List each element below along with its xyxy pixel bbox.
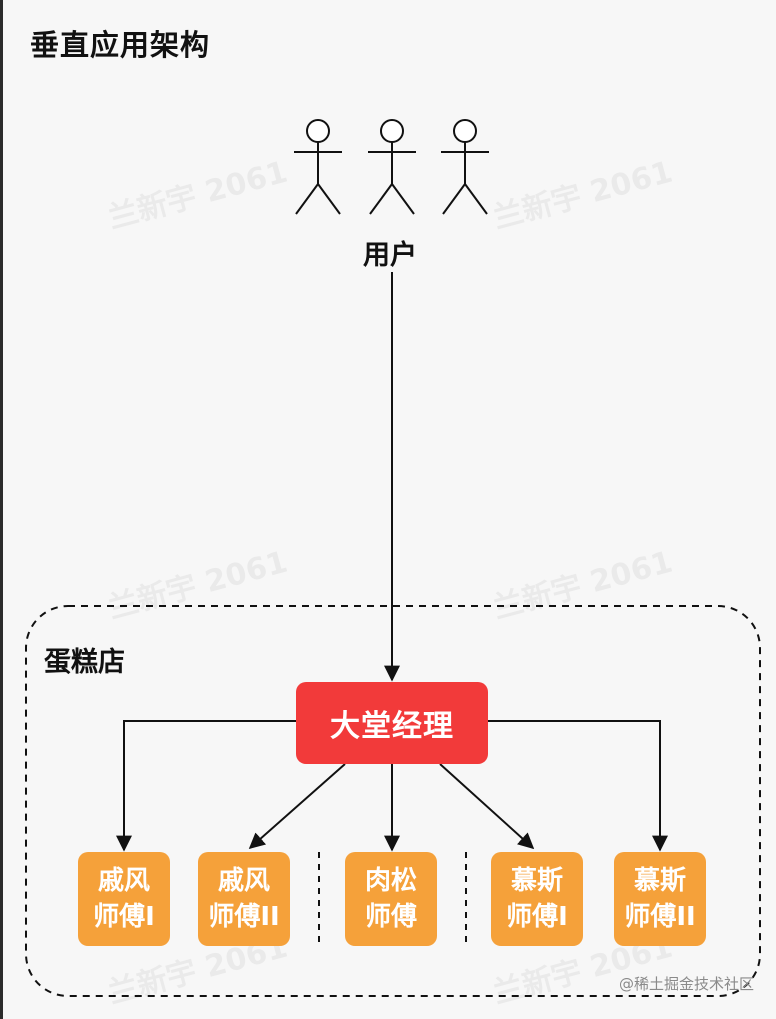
users-label: 用户 [340,233,440,272]
chef-node: 慕斯 师傅II [614,852,706,946]
manager-to-chef-4-arrow [439,763,535,850]
chef-line1: 慕斯 [633,866,686,896]
diagram-title: 垂直应用架构 [30,28,211,62]
chef-node: 戚风 师傅II [198,852,290,946]
shop-label: 蛋糕店 [44,647,125,678]
stick-figure-icon [294,119,342,215]
chef-node: 慕斯 师傅I [491,852,583,946]
window-left-edge [0,0,3,1019]
chef-node: 戚风 师傅I [78,852,170,946]
manager-to-chef-2-arrow [248,763,346,850]
chef-node: 肉松 师傅 [345,852,437,946]
chef-line1: 戚风 [97,866,150,896]
chef-line1: 戚风 [217,866,270,896]
manager-node: 大堂经理 [296,682,488,764]
source-credit: @稀土掘金技术社区 [618,975,754,993]
chef-line2: 师傅II [208,902,280,932]
manager-to-chef-1-arrow [116,720,296,852]
chef-line1: 肉松 [364,866,417,896]
chef-line2: 师傅II [624,902,696,932]
chef-line2: 师傅I [506,902,568,932]
chef-line2: 师傅 [364,902,417,932]
stick-figure-icon [368,119,416,215]
chef-line2: 师傅I [93,902,155,932]
manager-to-chef-5-arrow [488,720,668,852]
chef-line1: 慕斯 [510,866,563,896]
manager-label: 大堂经理 [330,709,454,744]
stick-figure-icon [441,119,489,215]
